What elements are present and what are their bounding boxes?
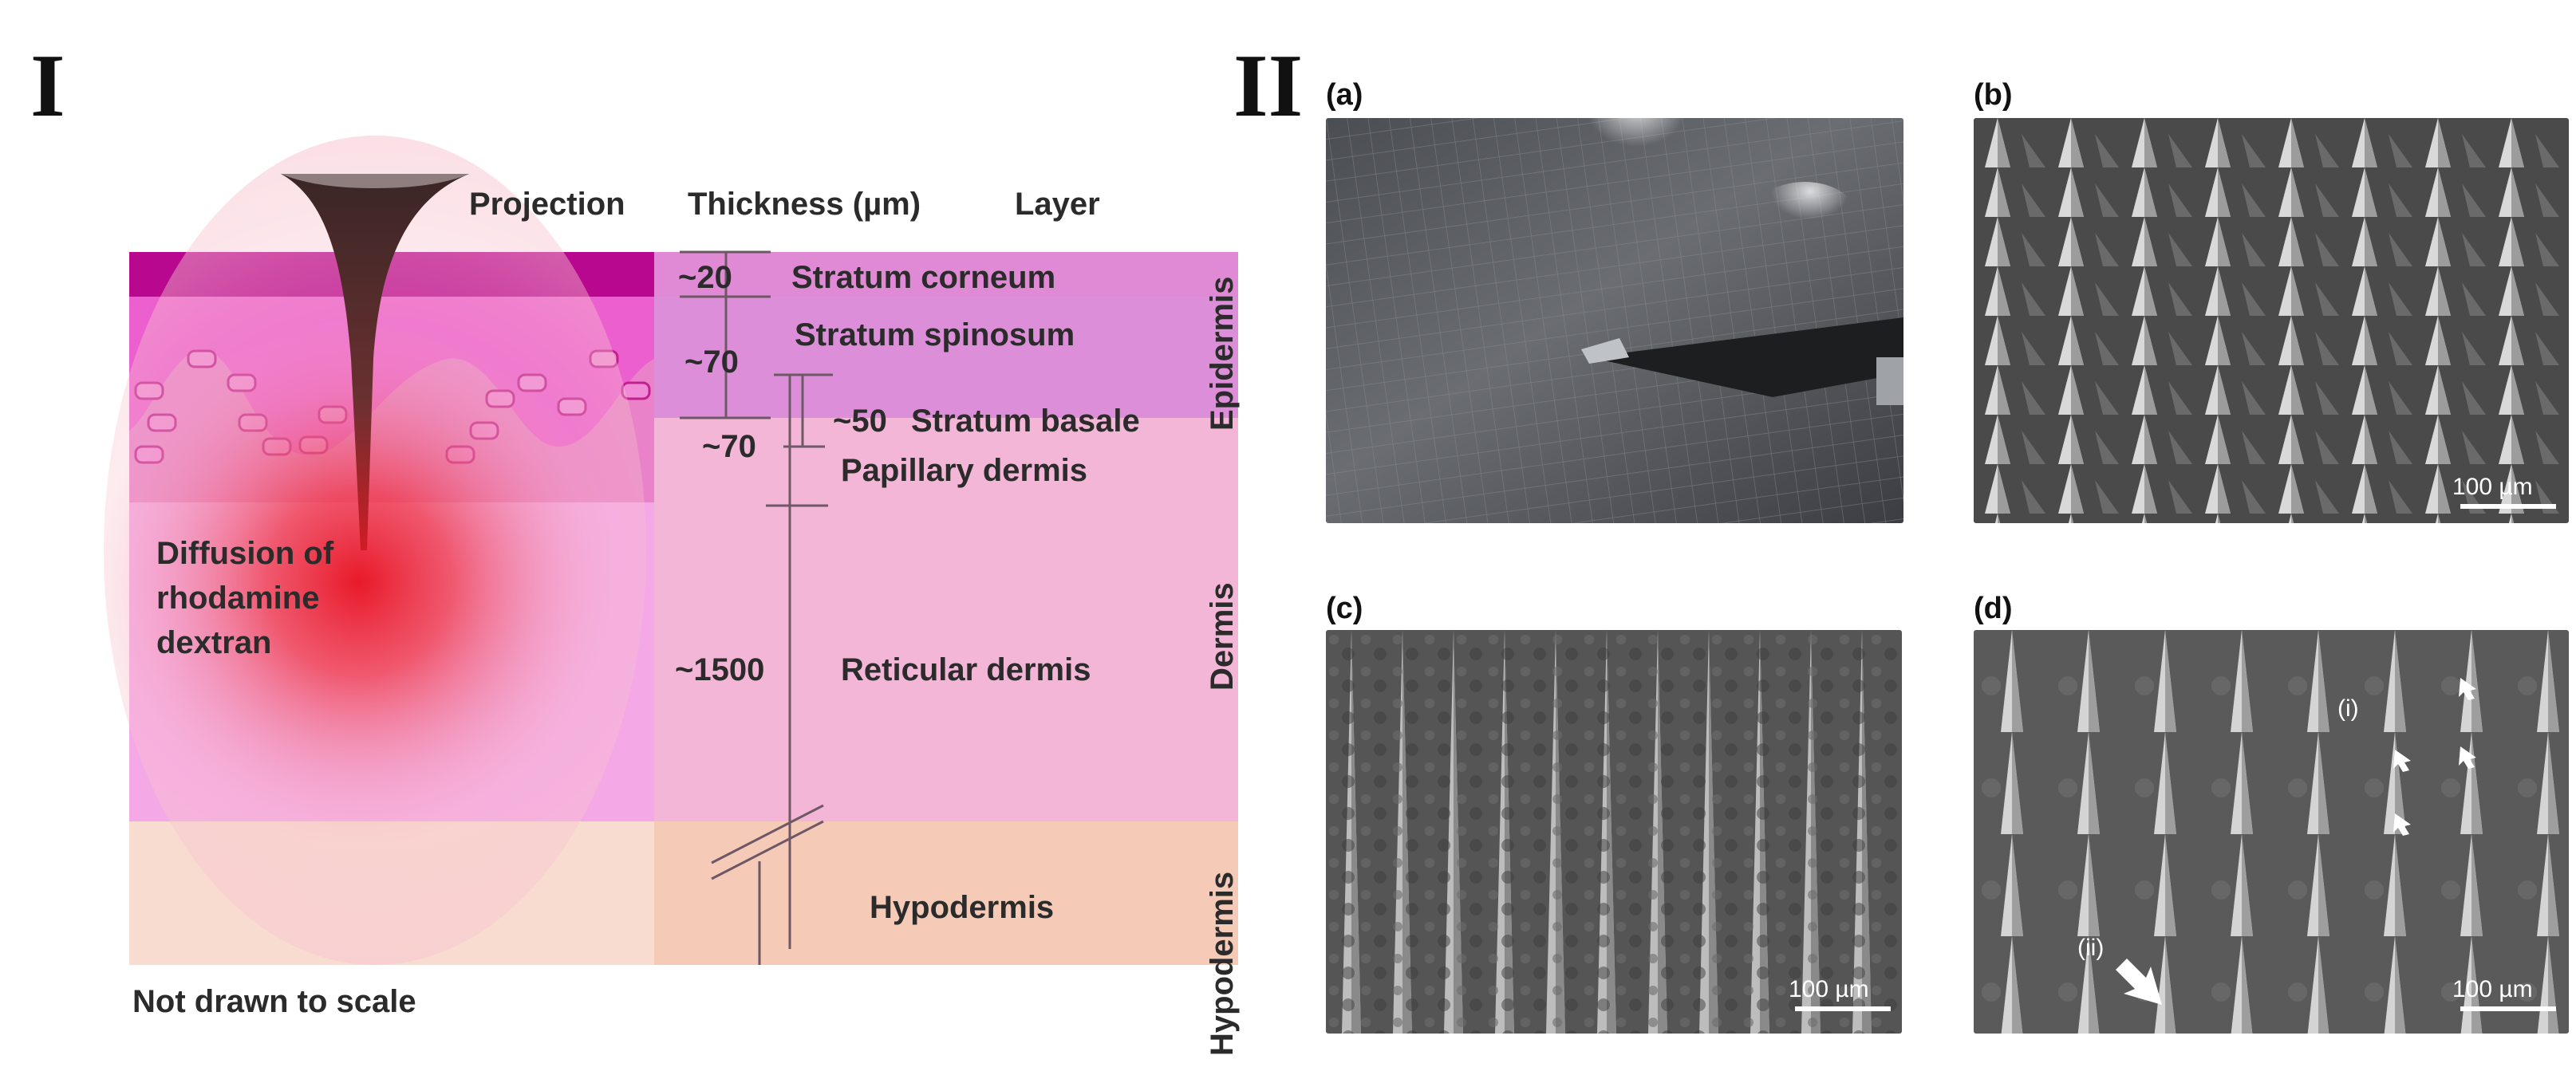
- thickness-stratum-corneum: ~20: [678, 260, 732, 295]
- header-layer: Layer: [1015, 187, 1100, 222]
- layer-name-stratum-basale: Stratum basale: [911, 404, 1140, 439]
- layer-name-hypodermis: Hypodermis: [870, 890, 1055, 925]
- layer-stratum-corneum-right: [654, 252, 1238, 297]
- photo-d-sem-microneedles: (i) (ii) 100 µm: [1974, 630, 2569, 1034]
- layer-name-stratum-corneum: Stratum corneum: [791, 260, 1056, 295]
- diffusion-label-line-3: dextran: [156, 625, 272, 660]
- group-label-hypodermis: Hypodermis: [1205, 871, 1240, 1056]
- photo-c-scale-bar: [1795, 1006, 1891, 1011]
- header-projection: Projection: [469, 187, 625, 222]
- skin-layer-diagram: [104, 136, 1238, 965]
- photo-d-scale-label: 100 µm: [2452, 976, 2533, 1002]
- panel-label-II: II: [1233, 37, 1304, 136]
- header-thickness: Thickness (µm): [688, 187, 921, 222]
- annotation-arrows: [2116, 678, 2476, 1005]
- photo-d-annot-ii: (ii): [2077, 935, 2105, 961]
- photo-b-scale-label: 100 µm: [2452, 474, 2533, 500]
- thickness-stratum-spinosum: ~70: [684, 345, 739, 380]
- diffusion-label-line-1: Diffusion of: [156, 536, 334, 571]
- thickness-papillary-dermis: ~70: [702, 429, 756, 464]
- group-label-epidermis: Epidermis: [1205, 276, 1240, 431]
- layer-name-reticular-dermis: Reticular dermis: [841, 652, 1091, 687]
- photo-c-scale-label: 100 µm: [1789, 976, 1869, 1002]
- thickness-reticular-dermis: ~1500: [675, 652, 765, 687]
- photo-d-scale-bar: [2460, 1006, 2556, 1011]
- layer-name-stratum-spinosum: Stratum spinosum: [795, 317, 1075, 352]
- photo-c-label: (c): [1326, 592, 1363, 625]
- photo-b-sem-microneedles: 100 µm: [1974, 118, 2569, 523]
- layer-hypodermis-right: [654, 821, 1238, 965]
- photo-b-label: (b): [1974, 78, 2013, 112]
- thickness-lines: [680, 250, 833, 965]
- layer-dermis-right: [654, 418, 1238, 821]
- not-to-scale-note: Not drawn to scale: [132, 984, 416, 1019]
- microneedle: [281, 174, 469, 550]
- layer-epidermis-right: [654, 297, 1238, 418]
- layer-name-papillary-dermis: Papillary dermis: [841, 453, 1088, 488]
- photo-a-wafer-microneedle-array: [1326, 118, 1903, 523]
- photo-b-scale-bar: [2460, 504, 2556, 509]
- diffusion-label-line-2: rhodamine: [156, 581, 320, 616]
- group-label-dermis: Dermis: [1205, 582, 1240, 691]
- thickness-stratum-basale: ~50: [833, 404, 887, 439]
- diffusion-cloud: [104, 287, 614, 861]
- photo-c-sem-microneedles: 100 µm: [1326, 630, 1902, 1034]
- photo-d-annot-i: (i): [2337, 695, 2359, 722]
- photo-a-label: (a): [1326, 78, 1363, 112]
- panel-label-I: I: [30, 37, 65, 136]
- photo-d-label: (d): [1974, 592, 2013, 625]
